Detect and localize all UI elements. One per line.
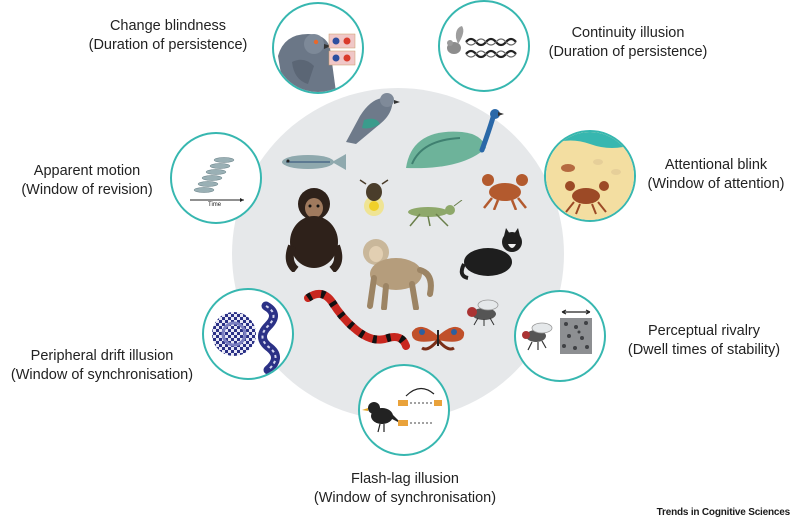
flash-lag-illusion-circle [358, 364, 450, 456]
paradigm-measure: (Duration of persistence) [548, 44, 708, 60]
pigeon-change-blindness-icon [278, 33, 356, 92]
label-flash-lag-illusion: Flash-lag illusion (Window of synchronis… [300, 470, 510, 508]
paradigm-name: Attentional blink [664, 157, 768, 173]
paradigm-measure: (Window of attention) [647, 176, 785, 192]
fish-apparent-motion-icon [190, 157, 244, 202]
paradigm-measure: (Dwell times of stability) [627, 342, 781, 358]
time-axis-label: Time [208, 202, 222, 208]
paradigm-name: Peripheral drift illusion [30, 348, 174, 364]
macaque-illustration [356, 234, 436, 310]
label-apparent-motion: Apparent motion (Window of revision) [4, 162, 170, 200]
apparent-motion-circle: Time [170, 132, 262, 224]
paradigm-measure: (Window of synchronisation) [313, 490, 497, 506]
label-change-blindness: Change blindness (Duration of persistenc… [70, 17, 266, 55]
journal-credit: Trends in Cognitive Sciences [656, 507, 791, 518]
spiral-snake-drift-icon [212, 301, 280, 375]
label-continuity-illusion: Continuity illusion (Duration of persist… [528, 24, 728, 62]
paradigm-name: Flash-lag illusion [351, 471, 459, 487]
label-peripheral-drift-illusion: Peripheral drift illusion (Window of syn… [2, 347, 202, 385]
perceptual-rivalry-circle [514, 290, 606, 382]
butterfly-illustration [410, 322, 466, 354]
paradigm-name: Apparent motion [33, 163, 141, 179]
paradigm-name: Continuity illusion [571, 25, 685, 41]
attentional-blink-circle [544, 130, 636, 222]
paradigm-measure: (Window of revision) [21, 182, 153, 198]
paradigm-name: Change blindness [109, 18, 227, 34]
continuity-illusion-circle [438, 0, 530, 92]
crab-attention-icon [546, 132, 634, 220]
squirrel-sine-wave-icon [447, 26, 517, 59]
paradigm-measure: (Duration of persistence) [88, 37, 248, 53]
paradigm-measure: (Window of synchronisation) [10, 367, 194, 383]
bird-flash-lag-icon [362, 387, 442, 433]
fly-rivalry-icon [522, 309, 592, 354]
fly-illustration [462, 296, 502, 326]
zebrafish-illustration [276, 150, 346, 174]
peripheral-drift-illusion-circle [202, 288, 294, 380]
pigeon-illustration [340, 86, 402, 146]
firefly-illustration [356, 178, 392, 218]
label-attentional-blink: Attentional blink (Window of attention) [636, 156, 796, 194]
crab-illustration [478, 170, 532, 210]
paradigm-name: Perceptual rivalry [647, 323, 760, 339]
peacock-illustration [402, 108, 506, 172]
label-perceptual-rivalry: Perceptual rivalry (Dwell times of stabi… [614, 322, 794, 360]
grasshopper-illustration [400, 200, 464, 228]
change-blindness-circle [272, 2, 364, 94]
chimpanzee-illustration [282, 186, 346, 272]
snake-illustration [302, 288, 412, 356]
cat-illustration [458, 228, 526, 280]
